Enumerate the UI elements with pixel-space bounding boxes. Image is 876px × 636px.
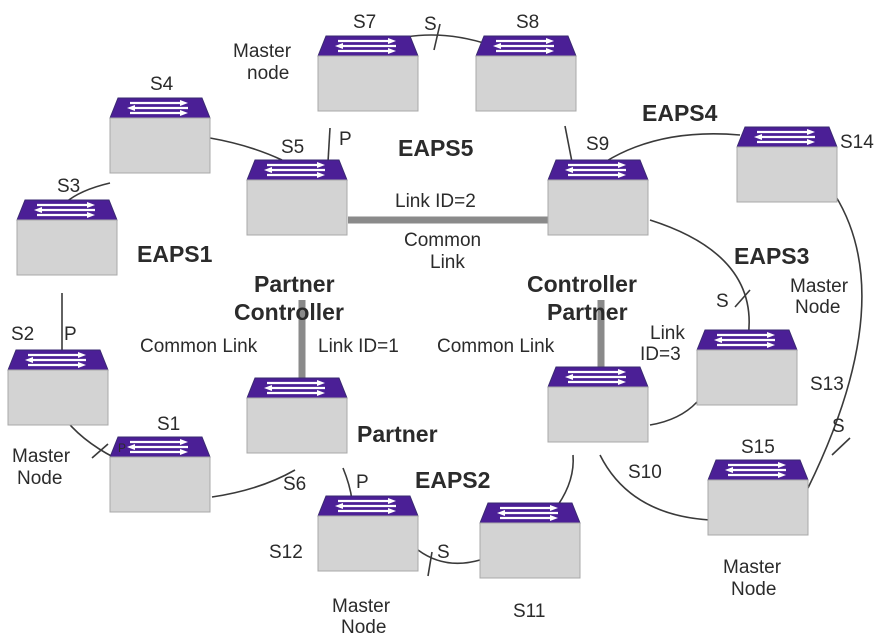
block-mark-s13 (734, 289, 751, 308)
switch-label-s15: S15 (741, 437, 775, 458)
domain-labels: EAPS1 EAPS2 EAPS3 EAPS4 EAPS5 (137, 100, 809, 493)
link-id-3-line1: Link (650, 323, 685, 344)
block-mark-s7-s8 (433, 23, 441, 51)
master-node-labels: Master node Master Node Master Node Mast… (12, 41, 849, 636)
switch-s3 (15, 198, 119, 277)
link-s6-s12 (342, 467, 353, 501)
link-s9-s14 (604, 133, 741, 163)
port-s-s12: S (437, 542, 450, 563)
link-s13-s10 (649, 401, 698, 426)
master-s13-line2: Node (795, 297, 840, 318)
master-s15-line2: Node (731, 579, 776, 600)
port-labels: P P P P S S S S (64, 14, 845, 563)
port-s-s13: S (716, 291, 729, 312)
switch-label-s11: S11 (513, 601, 545, 622)
link-s15-s10 (599, 454, 711, 521)
link-s14-s15 (807, 194, 863, 489)
switch-label-s12: S12 (269, 542, 303, 563)
blocked-port-marks (91, 23, 851, 577)
master-s2-line1: Master (12, 446, 71, 467)
domain-label-eaps2: EAPS2 (415, 467, 490, 493)
switch-s2 (6, 348, 110, 427)
block-mark-s12-s11 (427, 551, 433, 577)
switch-s6 (245, 376, 349, 455)
master-s7-line2: node (247, 63, 289, 84)
switch-label-s3: S3 (57, 176, 80, 197)
port-p-s1: P (118, 441, 126, 455)
link-s7-s5 (327, 127, 331, 163)
common-link-top-line1: Common (404, 230, 481, 251)
block-mark-s15 (831, 437, 851, 456)
switch-s12 (316, 494, 420, 573)
link-s12-s11 (417, 549, 481, 565)
switch-label-s4: S4 (150, 74, 174, 95)
domain-label-eaps1: EAPS1 (137, 241, 213, 267)
port-p-s2: P (64, 324, 77, 345)
link-s11-s10 (557, 454, 575, 506)
link-s1-s6 (211, 469, 296, 498)
domain-label-eaps3: EAPS3 (734, 243, 809, 269)
switch-s14 (735, 125, 839, 204)
switch-label-s13: S13 (810, 374, 844, 395)
domain-label-eaps4: EAPS4 (642, 100, 718, 126)
switch-label-s9: S9 (586, 134, 609, 155)
role-controller-partner-line2: Partner (547, 299, 628, 325)
link-id-1-label: Link ID=1 (318, 336, 399, 357)
master-s15-line1: Master (723, 557, 782, 578)
master-s12-line1: Master (332, 596, 391, 617)
port-p-s12: P (356, 472, 369, 493)
master-s7-line1: Master (233, 41, 292, 62)
link-s8-s9 (564, 125, 573, 163)
switch-s7 (316, 34, 420, 113)
link-s9-s13 (649, 219, 750, 339)
switch-labels: S1 S2 S3 S4 S5 S6 S7 S8 S9 S10 S11 S12 S… (11, 12, 874, 622)
block-mark-s2-s1 (91, 443, 109, 459)
link-labels: Link ID=2 Common Link Common Link Link I… (140, 191, 685, 365)
switch-label-s10: S10 (628, 462, 662, 483)
role-partner-controller-line1: Partner (254, 271, 335, 297)
common-links (298, 216, 605, 378)
switch-s11 (478, 501, 582, 580)
switch-label-s1: S1 (157, 414, 180, 435)
common-link-left-label: Common Link (140, 336, 258, 357)
role-controller-partner-line1: Controller (527, 271, 637, 297)
domain-label-eaps5: EAPS5 (398, 135, 474, 161)
port-p-s7: P (339, 129, 352, 150)
switch-label-s8: S8 (516, 12, 539, 33)
switch-label-s7: S7 (353, 12, 376, 33)
master-s13-line1: Master (790, 276, 849, 297)
role-partner: Partner (357, 421, 438, 447)
switch-label-s6: S6 (283, 474, 306, 495)
port-s-s15: S (832, 416, 845, 437)
link-s4-s5 (209, 137, 283, 161)
link-id-3-line2: ID=3 (640, 344, 681, 365)
common-link-right-label: Common Link (437, 336, 555, 357)
switch-s10 (546, 365, 650, 444)
link-id-2-label: Link ID=2 (395, 191, 476, 212)
switch-label-s5: S5 (281, 137, 304, 158)
master-s12-line2: Node (341, 617, 386, 636)
switch-label-s14: S14 (840, 132, 874, 153)
switch-s9 (546, 158, 650, 237)
role-partner-controller-line2: Controller (234, 299, 344, 325)
switch-s5 (245, 158, 349, 237)
master-s2-line2: Node (17, 468, 62, 489)
switch-s4 (108, 96, 212, 175)
port-s-s7: S (424, 14, 437, 35)
switch-label-s2: S2 (11, 324, 34, 345)
common-link-top-line2: Link (430, 252, 465, 273)
switch-s13 (695, 328, 799, 407)
switch-s15 (706, 458, 810, 537)
role-labels: Partner Controller Controller Partner Pa… (234, 271, 637, 447)
switch-s8 (474, 34, 578, 113)
